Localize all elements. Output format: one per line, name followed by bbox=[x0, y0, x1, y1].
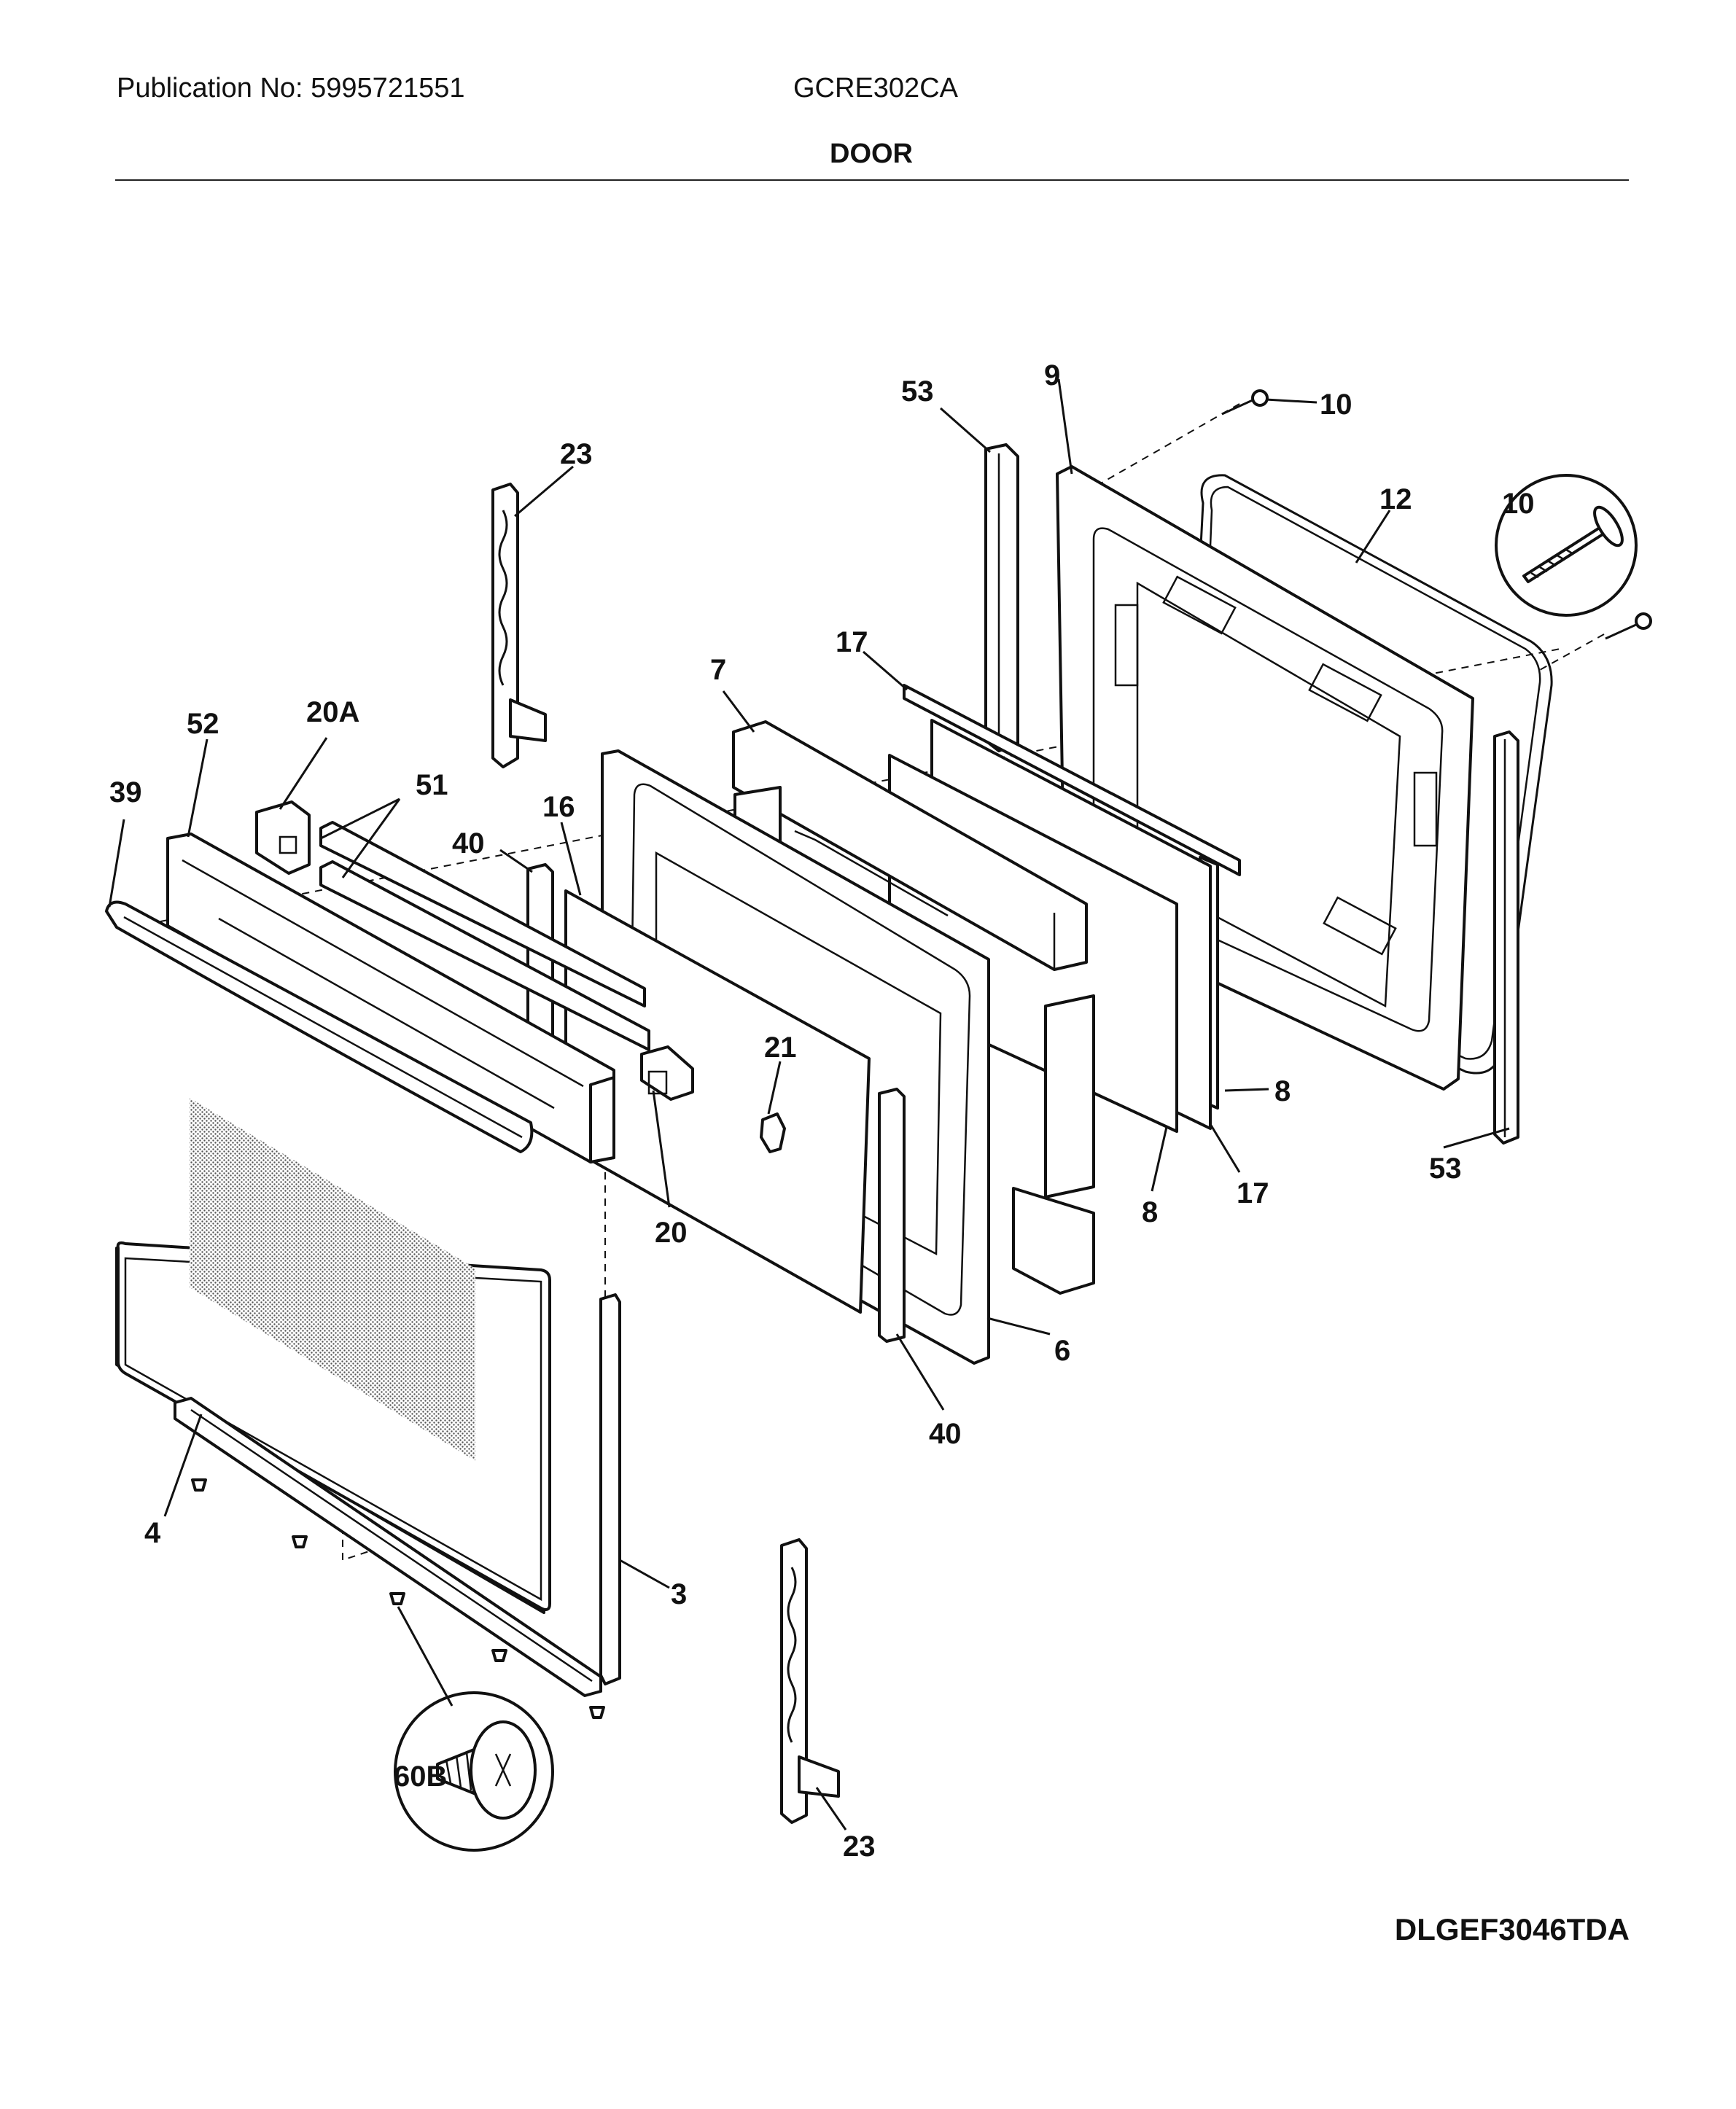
model-number: GCRE302CA bbox=[793, 73, 958, 104]
callout-7: 7 bbox=[710, 654, 726, 686]
callout-23-bottom: 23 bbox=[843, 1831, 876, 1863]
callout-53-bottom: 53 bbox=[1429, 1153, 1462, 1185]
callout-40-bottom: 40 bbox=[929, 1418, 962, 1450]
part-40-side-strip-bottom bbox=[878, 1088, 906, 1343]
part-4-bottom-trim bbox=[174, 1397, 602, 1697]
part-20-end-cap bbox=[640, 1045, 694, 1101]
callout-40-top: 40 bbox=[452, 827, 485, 859]
callout-10-detail: 10 bbox=[1502, 488, 1535, 520]
callout-16: 16 bbox=[542, 791, 575, 823]
callout-3: 3 bbox=[671, 1578, 687, 1610]
callout-60b: 60B bbox=[394, 1761, 447, 1793]
part-10-bolt-right bbox=[1605, 612, 1652, 640]
callout-17-top: 17 bbox=[836, 626, 868, 658]
part-7-insulation bbox=[732, 720, 1095, 1295]
callout-10: 10 bbox=[1320, 389, 1352, 421]
part-20a-end-cap bbox=[255, 800, 311, 875]
part-3-side-trim bbox=[599, 1293, 621, 1685]
part-21-clip bbox=[760, 1112, 786, 1153]
callout-20a: 20A bbox=[306, 696, 359, 728]
callout-23-top: 23 bbox=[560, 438, 593, 470]
section-title: DOOR bbox=[830, 139, 913, 169]
callout-6: 6 bbox=[1054, 1335, 1070, 1367]
part-60b-screw-detail bbox=[394, 1691, 554, 1852]
part-53-side-channel-bottom bbox=[1493, 730, 1519, 1145]
callout-52: 52 bbox=[187, 708, 219, 740]
part-39-handle bbox=[105, 900, 534, 1153]
part-10-bolt-top bbox=[1221, 389, 1269, 416]
screw-row bbox=[191, 1478, 605, 1719]
callout-4: 4 bbox=[144, 1517, 161, 1549]
part-53-side-channel-top bbox=[984, 443, 1019, 752]
outer-door-window-stipple bbox=[190, 1098, 475, 1461]
part-52-trim-panel bbox=[166, 833, 615, 1163]
publication-number: Publication No: 5995721551 bbox=[117, 73, 465, 104]
callout-20: 20 bbox=[655, 1217, 688, 1249]
callout-51: 51 bbox=[416, 769, 448, 801]
part-23-hinge-bottom bbox=[780, 1538, 840, 1824]
callout-39: 39 bbox=[109, 776, 142, 808]
callout-21: 21 bbox=[764, 1032, 797, 1064]
callout-9: 9 bbox=[1044, 359, 1060, 391]
part-17-glass-retainer-top bbox=[903, 684, 1241, 876]
diagram-code: DLGEF3046TDA bbox=[1394, 1912, 1630, 1946]
callout-17-bottom: 17 bbox=[1237, 1177, 1269, 1209]
part-10-detail-circle bbox=[1495, 474, 1638, 617]
leader-lines bbox=[108, 378, 1510, 1831]
part-51-trim-strips bbox=[319, 821, 650, 1051]
callout-labels: 53 9 10 12 10 23 17 7 52 20A 39 51 40 16… bbox=[109, 359, 1535, 1863]
callout-8-bottom: 8 bbox=[1142, 1196, 1158, 1228]
part-23-hinge-top bbox=[491, 483, 547, 768]
callout-8-right: 8 bbox=[1274, 1075, 1291, 1107]
header-divider bbox=[115, 179, 1629, 181]
callout-53-top: 53 bbox=[901, 375, 934, 408]
callout-12: 12 bbox=[1379, 483, 1412, 515]
